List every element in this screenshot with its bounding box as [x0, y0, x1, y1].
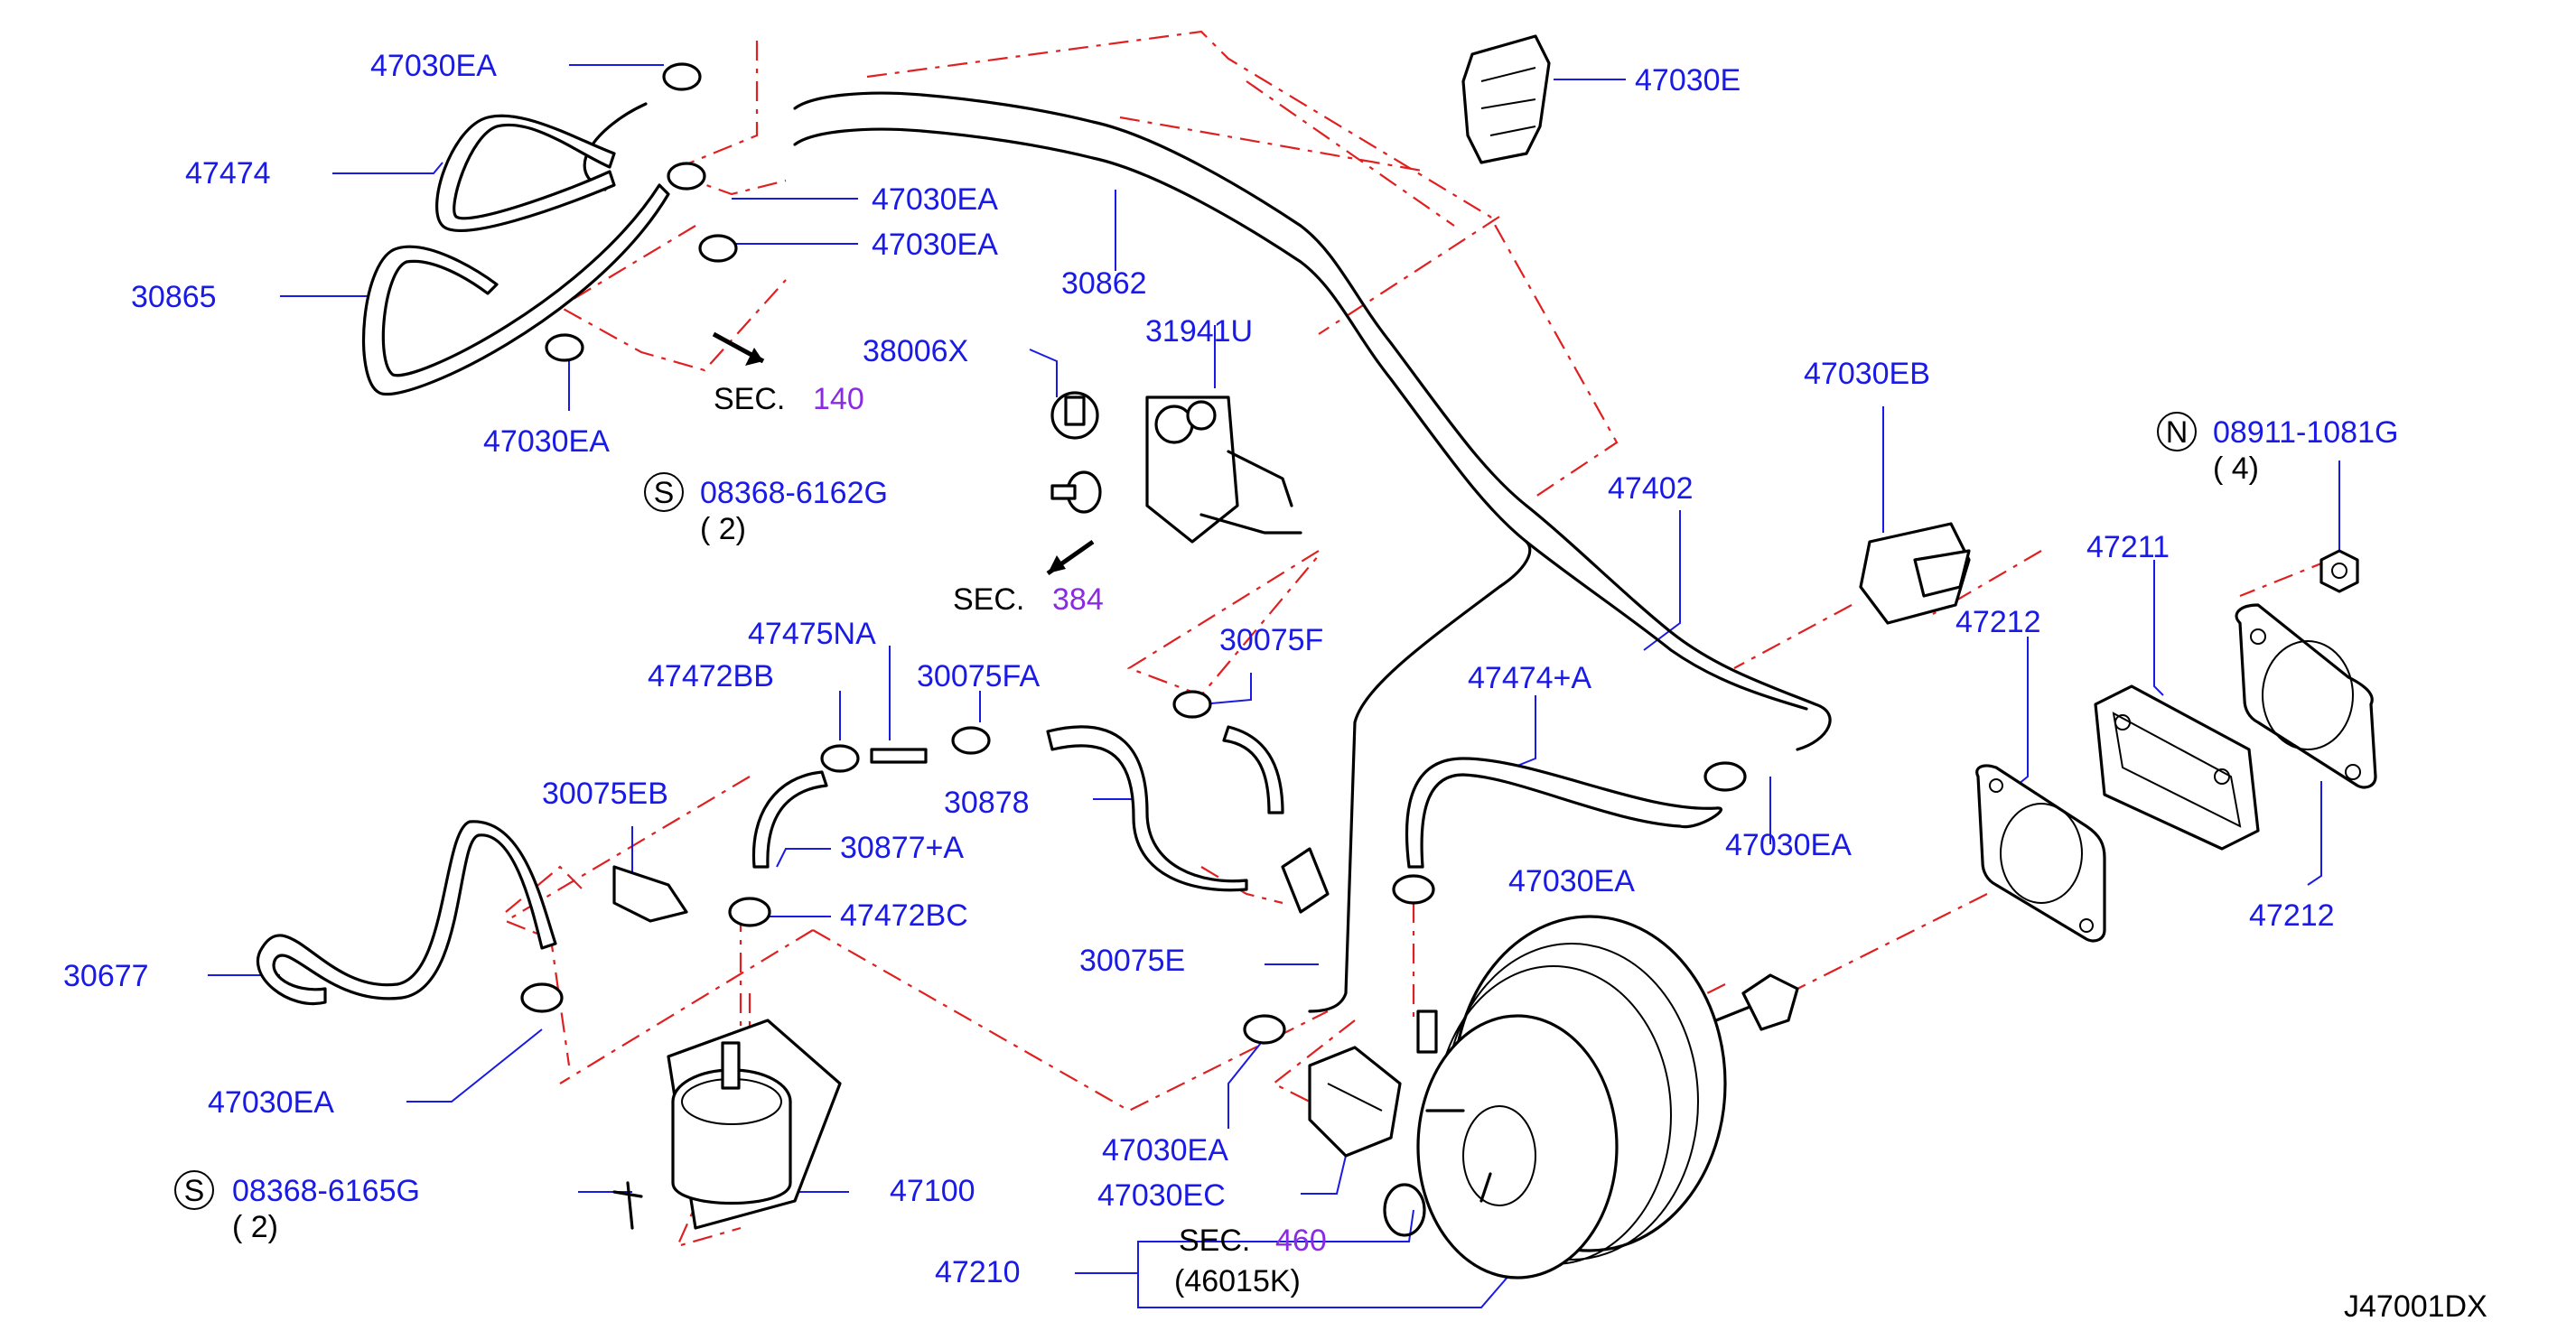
clamp-47030E	[1461, 34, 1551, 164]
diagram-id: J47001DX	[2344, 1289, 2487, 1324]
label-30075E[interactable]: 30075E	[1079, 944, 1185, 978]
label-47474[interactable]: 47474	[185, 156, 271, 191]
label-08368-6162G[interactable]: 08368-6162G	[700, 476, 888, 510]
sec-460-number[interactable]: 460	[1275, 1224, 1327, 1258]
label-30862[interactable]: 30862	[1061, 266, 1147, 301]
sec-140-number[interactable]: 140	[813, 382, 864, 416]
label-46015K: (46015K)	[1174, 1264, 1301, 1298]
label-47030EA-a[interactable]: 47030EA	[872, 182, 998, 217]
sec-384-number[interactable]: 384	[1052, 582, 1104, 617]
label-47030EA-d[interactable]: 47030EA	[1725, 828, 1852, 862]
label-30075F[interactable]: 30075F	[1219, 623, 1323, 657]
sec-384[interactable]: SEC. 384	[953, 582, 1104, 617]
part-labels: 47030EA 47474 47030EA 47030EA 30865 4703…	[63, 49, 2487, 1324]
label-47030EA-top[interactable]: 47030EA	[370, 49, 497, 83]
gasket-47212-left	[1975, 764, 2106, 943]
sec-384-prefix: SEC.	[953, 582, 1024, 617]
label-47475NA[interactable]: 47475NA	[748, 617, 876, 651]
symbol-s-text: S	[184, 1174, 205, 1208]
label-30075EB[interactable]: 30075EB	[542, 777, 668, 811]
label-47030EB[interactable]: 47030EB	[1804, 357, 1930, 391]
label-47474A[interactable]: 47474+A	[1468, 661, 1591, 695]
sec-460[interactable]: SEC. 460	[1179, 1224, 1327, 1258]
label-47472BB[interactable]: 47472BB	[648, 659, 774, 693]
connector-47030EC	[1308, 1046, 1402, 1158]
oring-sec460	[1383, 1183, 1426, 1237]
symbol-n: N	[2157, 412, 2197, 451]
hose-47474	[435, 102, 648, 232]
gasket-47212-right	[2235, 603, 2377, 789]
label-30677[interactable]: 30677	[63, 959, 149, 993]
label-47402[interactable]: 47402	[1608, 471, 1694, 506]
sec-140-prefix: SEC.	[714, 382, 785, 416]
hose-30865	[361, 183, 670, 395]
sec-arrows	[712, 331, 1095, 576]
label-47030E[interactable]: 47030E	[1635, 63, 1741, 98]
canister-47100	[612, 1019, 842, 1230]
sec-460-prefix: SEC.	[1179, 1224, 1250, 1258]
tube-47402	[1525, 540, 1808, 711]
label-47212-a[interactable]: 47212	[1955, 605, 2041, 639]
connector-47030EB	[1859, 522, 1971, 625]
spacer-47211	[2094, 684, 2260, 851]
label-47100[interactable]: 47100	[890, 1174, 975, 1208]
symbol-s-text: S	[654, 476, 675, 510]
label-47211[interactable]: 47211	[2086, 530, 2170, 564]
label-47212-b[interactable]: 47212	[2249, 898, 2335, 933]
small-clamps	[520, 62, 1747, 1045]
label-30075FA[interactable]: 30075FA	[917, 659, 1040, 693]
symbol-n-text: N	[2166, 415, 2189, 450]
label-08368-6165G[interactable]: 08368-6165G	[232, 1174, 420, 1208]
qty-2-bottom: ( 2)	[232, 1210, 278, 1244]
label-47030EC[interactable]: 47030EC	[1097, 1178, 1226, 1213]
booster-47210	[1416, 915, 1799, 1280]
label-47030EA-c[interactable]: 47030EA	[483, 424, 610, 459]
label-38006X[interactable]: 38006X	[863, 334, 968, 368]
label-47030EA-b[interactable]: 47030EA	[872, 228, 998, 262]
qty-2-top: ( 2)	[700, 512, 746, 546]
label-31941U[interactable]: 31941U	[1145, 314, 1253, 349]
hose-30878	[1046, 725, 1284, 892]
tube-30862	[793, 91, 1832, 1013]
symbol-s-bottom: S	[174, 1170, 214, 1210]
clamp-30075EB	[612, 865, 688, 923]
label-47030EA-g[interactable]: 47030EA	[1102, 1133, 1228, 1168]
leader-lines	[208, 64, 2340, 1308]
valve-31941U	[1145, 395, 1302, 544]
symbol-s-top: S	[644, 472, 684, 512]
label-30865[interactable]: 30865	[131, 280, 217, 314]
label-47472BC[interactable]: 47472BC	[840, 898, 968, 933]
qty-4: ( 4)	[2213, 451, 2259, 486]
hose-47474A	[1405, 757, 1723, 869]
label-47030EA-f[interactable]: 47030EA	[208, 1085, 334, 1120]
clip-38006X	[1050, 391, 1099, 440]
label-30877A[interactable]: 30877+A	[840, 831, 964, 865]
label-08911-1081G[interactable]: 08911-1081G	[2213, 415, 2398, 450]
bolt-08368-6162G	[1050, 470, 1102, 514]
sec-140[interactable]: SEC. 140	[714, 382, 864, 416]
nut-08911-1081G	[2319, 549, 2359, 593]
label-47210[interactable]: 47210	[935, 1255, 1021, 1289]
label-30878[interactable]: 30878	[944, 786, 1030, 820]
clamp-30075E	[1281, 847, 1330, 914]
hose-30677	[256, 820, 557, 1006]
hose-30877A	[751, 770, 828, 869]
label-47030EA-e[interactable]: 47030EA	[1508, 864, 1635, 898]
